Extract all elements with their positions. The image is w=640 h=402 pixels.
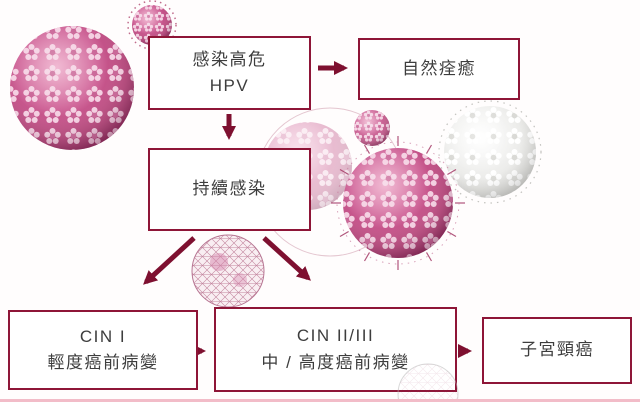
box-natural-recovery: 自然痊癒: [358, 38, 520, 100]
arrow-persistent-to-cin23: [262, 236, 311, 281]
box-infection-line1: 感染高危: [192, 49, 267, 69]
bottom-pink-border: [0, 399, 640, 402]
virus-gray-illustration: [438, 100, 542, 204]
virus-top-small-illustration: [127, 0, 177, 50]
box-cin1-line1: CIN I: [79, 326, 127, 346]
box-infection-hpv: 感染高危 HPV: [148, 36, 311, 110]
virus-top-left-illustration: [10, 26, 134, 150]
virus-sketch-illustration: [191, 234, 265, 308]
virus-mid-small-illustration: [354, 110, 390, 146]
box-persistent-label: 持續感染: [192, 179, 267, 199]
box-cin1-line2: 輕度癌前病變: [47, 353, 159, 372]
box-infection-line2: HPV: [209, 76, 250, 95]
virus-center-right-illustration: [331, 136, 465, 270]
box-cervical-cancer: 子宮頸癌: [482, 317, 632, 384]
box-cancer-label: 子宮頸癌: [520, 340, 594, 360]
box-cin23-line1: CIN II/III: [296, 326, 375, 346]
box-cin23-line2: 中 / 高度癌前病變: [261, 352, 410, 372]
box-persistent-infection: 持續感染: [148, 148, 311, 231]
box-cin2-3: CIN II/III 中 / 高度癌前病變: [214, 307, 457, 392]
box-cin1: CIN I 輕度癌前病變: [8, 310, 198, 390]
box-recovery-label: 自然痊癒: [402, 58, 476, 78]
arrow-persistent-to-cin1: [143, 236, 196, 285]
virus-spikes: [331, 136, 465, 270]
